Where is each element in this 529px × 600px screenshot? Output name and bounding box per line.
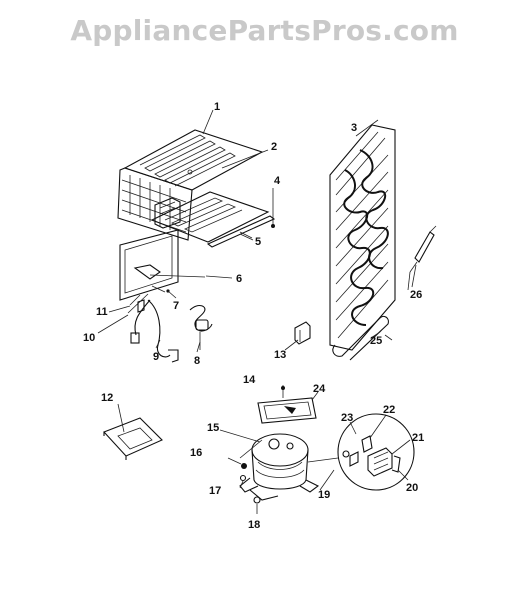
- mounting-plate: [103, 403, 163, 460]
- compressor-cover: [257, 391, 319, 424]
- label-22: 22: [383, 404, 395, 416]
- label-17: 17: [209, 485, 221, 497]
- label-11: 11: [96, 306, 108, 318]
- label-16: 16: [190, 447, 202, 459]
- label-2: 2: [271, 141, 277, 153]
- grommets: [227, 457, 261, 514]
- label-3: 3: [351, 122, 357, 134]
- label-24: 24: [313, 383, 326, 395]
- watermark: AppliancePartsPros.com: [70, 14, 459, 47]
- part-labels: 1 2 3 4 5 6 7 8 9 10 11 12 13 14 15 16 1…: [83, 101, 424, 531]
- label-25: 25: [370, 335, 382, 347]
- condenser-coil: [329, 119, 396, 351]
- label-5: 5: [255, 236, 261, 248]
- label-20: 20: [406, 482, 418, 494]
- control-panel-assembly: [119, 229, 206, 314]
- label-21: 21: [412, 432, 424, 444]
- label-26: 26: [410, 289, 422, 301]
- screw-and-strip: [206, 188, 276, 248]
- compressor: [239, 433, 339, 501]
- label-19: 19: [318, 489, 330, 501]
- label-8: 8: [194, 355, 200, 367]
- label-6: 6: [236, 273, 242, 285]
- thermostat-part: [189, 304, 213, 350]
- label-1: 1: [214, 101, 220, 113]
- label-4: 4: [274, 175, 281, 187]
- label-7: 7: [173, 300, 179, 312]
- label-14: 14: [243, 374, 256, 386]
- label-18: 18: [248, 519, 260, 531]
- clip-bracket: [294, 321, 311, 345]
- label-12: 12: [101, 392, 113, 404]
- label-15: 15: [207, 422, 219, 434]
- label-13: 13: [274, 349, 286, 361]
- label-10: 10: [83, 332, 95, 344]
- drain-tube: [332, 315, 393, 361]
- label-9: 9: [153, 351, 159, 363]
- cover-screw: [281, 385, 285, 398]
- power-cord: [130, 299, 179, 363]
- evaporator-assembly: [117, 109, 270, 243]
- relay-detail: [337, 413, 415, 491]
- leader-lines: [97, 233, 417, 491]
- drier-filter: [407, 225, 437, 291]
- label-23: 23: [341, 412, 353, 424]
